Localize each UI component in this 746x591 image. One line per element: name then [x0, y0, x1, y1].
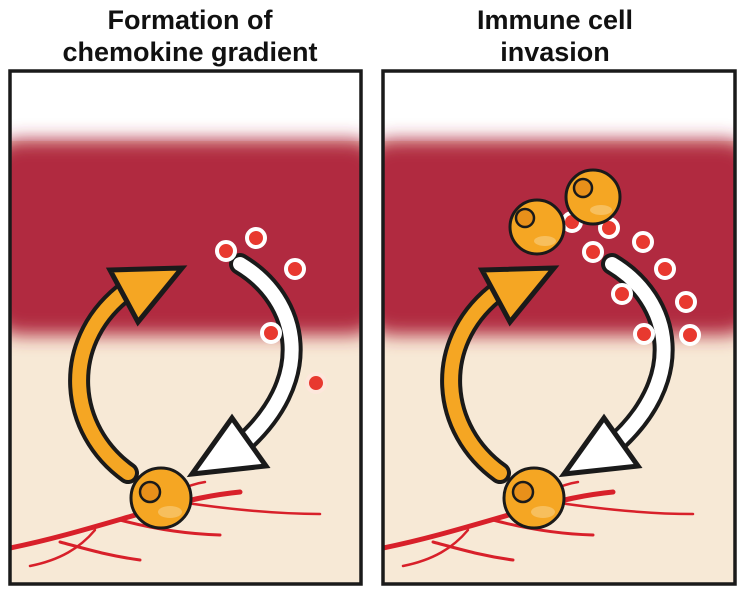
chemokine-dot-icon — [215, 227, 327, 394]
tissue-region — [10, 140, 361, 335]
curved-arrow-icon — [68, 265, 188, 484]
curved-arrow-icon — [558, 253, 675, 478]
immune-cell-icon — [564, 168, 622, 226]
immune-cell-icon — [508, 198, 566, 256]
panel-frame — [381, 69, 737, 586]
panel-left — [8, 69, 363, 586]
curved-arrow-icon — [186, 253, 303, 478]
immune-cell-icon — [129, 466, 193, 530]
panel-frame — [8, 69, 363, 586]
panel-title-line: Immune cell — [476, 5, 634, 35]
panel-title-invasion: Immune cell invasion — [375, 4, 735, 68]
immune-cell-icon — [502, 466, 566, 530]
panel-right — [381, 69, 737, 586]
panel-title-line: invasion — [500, 37, 610, 67]
curved-arrow-icon — [440, 265, 560, 484]
chemokine-dot-icon — [561, 211, 701, 346]
panel-title-line: chemokine gradient — [62, 37, 318, 67]
panel-title-line: Formation of — [107, 5, 273, 35]
panel-title-formation: Formation of chemokine gradient — [10, 4, 370, 68]
